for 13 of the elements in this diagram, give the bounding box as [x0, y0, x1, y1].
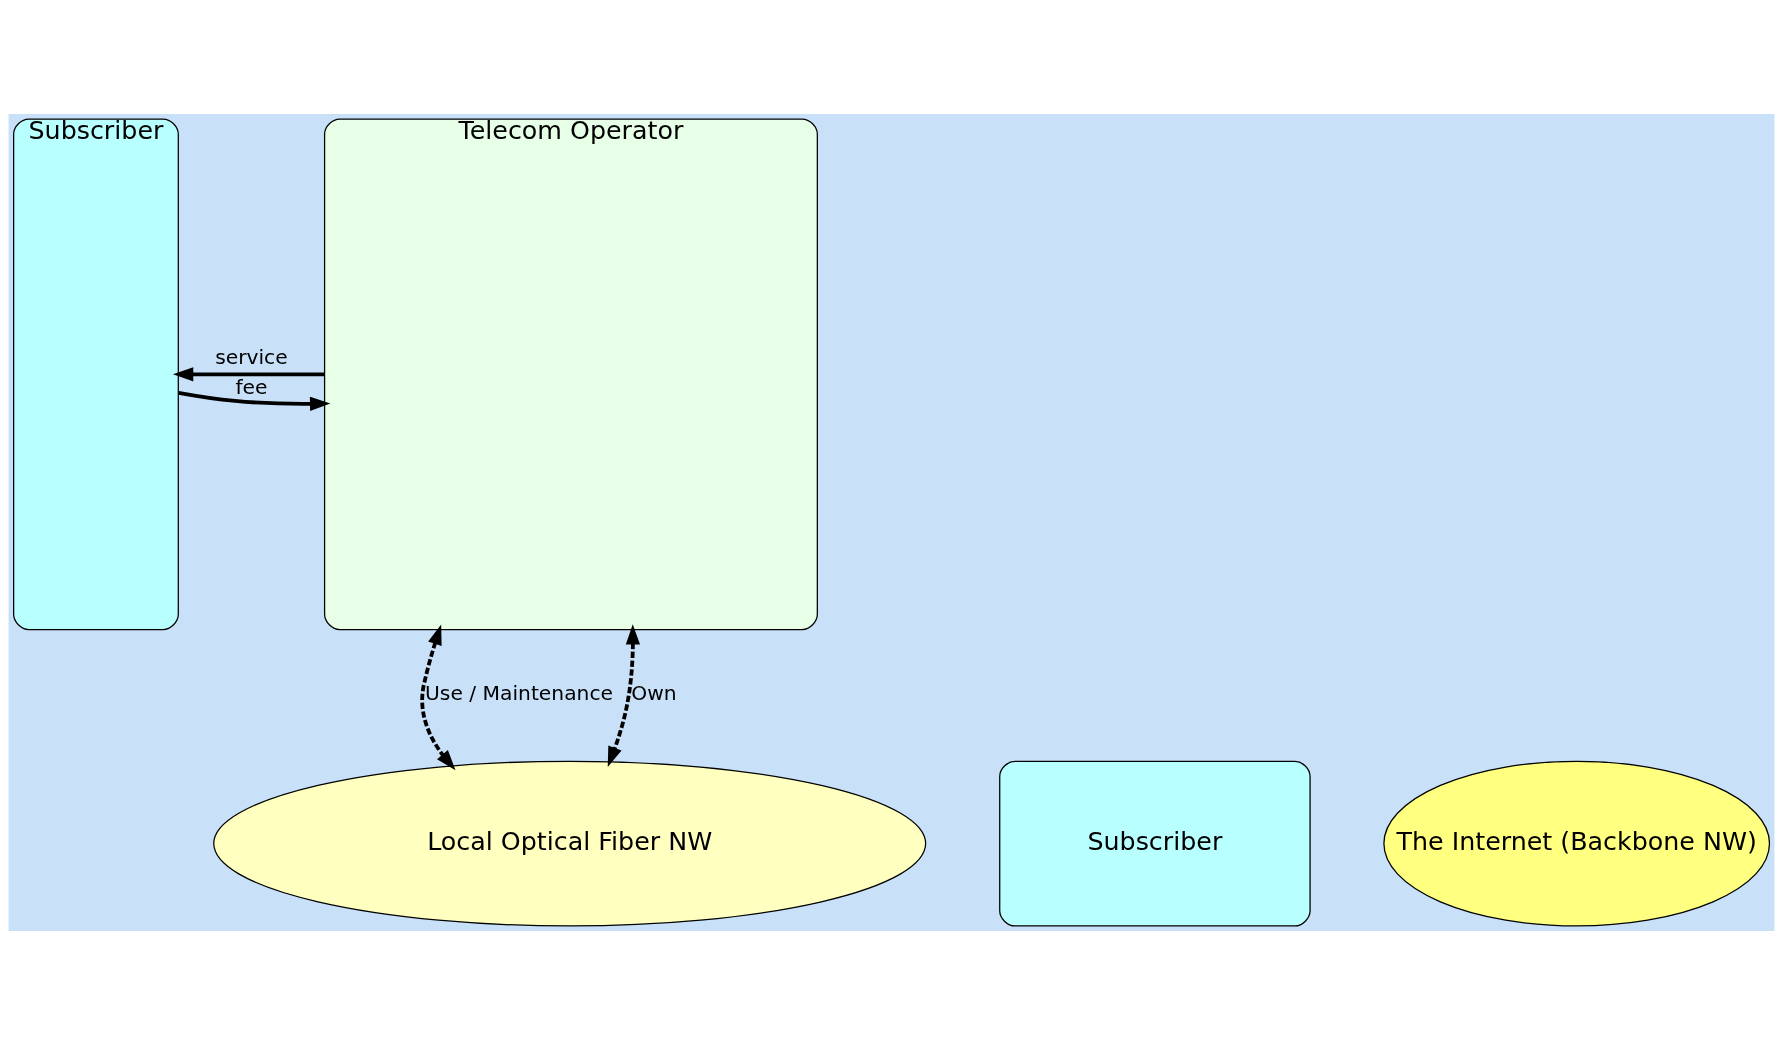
edge-label: Own — [631, 680, 677, 705]
arrow — [178, 390, 331, 411]
edge-label: fee — [235, 374, 268, 399]
node-box: Subscriber — [13, 117, 179, 630]
edge-label: Use / Maintenance — [425, 680, 613, 705]
edge-label: service — [215, 344, 288, 369]
node-box: Telecom Operator — [323, 117, 818, 630]
node-ellipse: The Internet (Backbone NW) — [1383, 760, 1771, 927]
arrow — [172, 366, 325, 381]
node-box: Subscriber — [999, 760, 1311, 927]
node-ellipse: Local Optical Fiber NW — [213, 760, 927, 927]
arrow — [420, 624, 456, 770]
arrow — [607, 623, 641, 767]
